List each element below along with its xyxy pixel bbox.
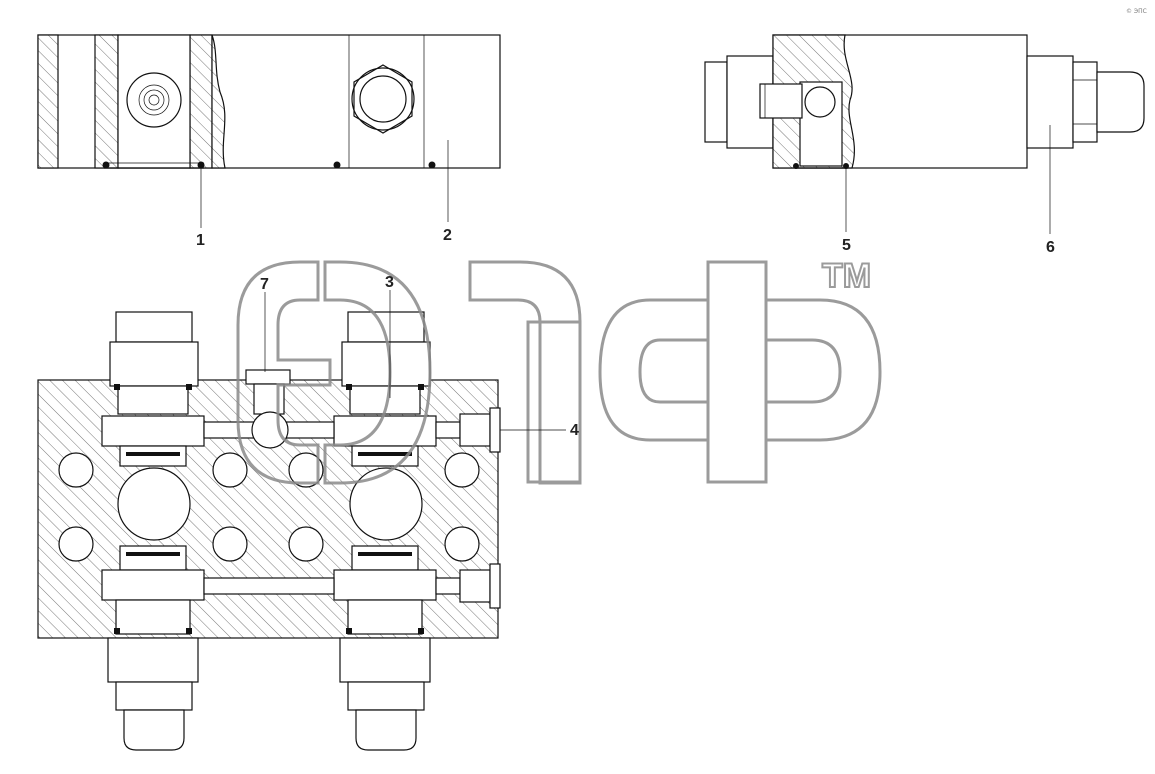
watermark-logo: TM: [236, 256, 882, 485]
bottom-view: [37, 311, 501, 751]
top-right-view: [704, 34, 1145, 169]
bolt-holes: [58, 452, 480, 562]
callout-6: 6: [1046, 239, 1055, 256]
callouts: 1 2 3 4 5 6 7: [196, 125, 1055, 439]
callout-1: 1: [196, 232, 205, 249]
trademark-label: TM: [822, 257, 871, 295]
callout-3: 3: [385, 274, 394, 291]
callout-2: 2: [443, 227, 452, 244]
corner-mark: © ЭПС: [1126, 8, 1147, 15]
callout-7: 7: [260, 276, 269, 293]
seal-rings: [114, 384, 424, 634]
callout-4: 4: [570, 422, 579, 439]
top-left-view: [37, 34, 501, 169]
callout-5: 5: [842, 237, 851, 254]
